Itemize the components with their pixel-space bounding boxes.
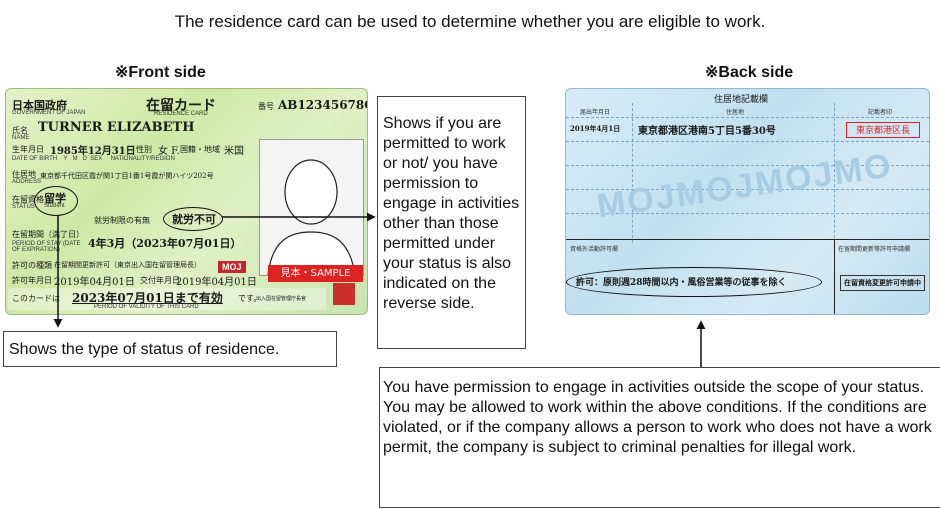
column-date-label: 届出年月日 [580, 109, 611, 116]
entry-stamp: 東京都港区長 [846, 122, 920, 138]
row-line [566, 117, 929, 118]
front-side-label: ※Front side [115, 64, 206, 81]
name-label: 氏名 [12, 126, 28, 135]
nationality: 米国 [224, 146, 244, 157]
residence-card-front: 日本国政府 GOVERNMENT OF JAPAN 在留カード RESIDENC… [5, 88, 368, 315]
row-line [566, 213, 929, 214]
issue-date: 2019年04月01日 [176, 277, 257, 288]
permit-date-label: 許可年月日 [12, 276, 52, 285]
address-field-header: 住居地記載欄 [714, 95, 769, 105]
row-line [566, 165, 929, 166]
official-seal [333, 283, 355, 305]
status-value-en: Student [44, 203, 65, 209]
name-label-en: NAME [12, 135, 30, 141]
column-line [632, 103, 633, 243]
column-address-label: 住居地 [726, 109, 745, 116]
sex: 女 F. [158, 146, 180, 157]
validity-prefix: このカードは [12, 294, 60, 303]
dob-label: 生年月日 [12, 145, 44, 154]
back-side-label: ※Back side [705, 64, 794, 81]
sample-label: 見本・SAMPLE [268, 265, 363, 282]
renewal-header: 在留期間更新等許可申請欄 [838, 246, 911, 253]
activity-permission-text: You have permission to engage in activit… [383, 379, 925, 396]
page-title: The residence card can be used to determ… [174, 12, 766, 31]
validity-en: PERIOD OF VALIDITY OF THIS CARD [94, 304, 199, 310]
dob: 1985年12月31日 [50, 146, 136, 157]
photo-placeholder [259, 139, 364, 276]
number-label: 番号 [258, 102, 274, 111]
person-silhouette-icon [260, 140, 363, 276]
permission-text: 許可：原則週28時間以内・風俗営業等の従事を除く [576, 278, 787, 288]
card-number: AB12345678CD [278, 98, 367, 112]
period-label-en: PERIOD OF STAY (DATE OF EXPIRATION) [12, 241, 81, 253]
permit-type: 在留期間更新許可（東京出入国在留管理局長） [54, 261, 201, 269]
sex-label: 性別 [136, 145, 152, 154]
permission-highlight-ellipse [566, 267, 822, 297]
section-divider [566, 239, 929, 240]
entry-date: 2019年4月1日 [570, 124, 621, 133]
row-line [566, 189, 929, 190]
status-highlight-ellipse [34, 186, 78, 216]
work-permission-callout: Shows if you are permitted to work or no… [377, 96, 526, 349]
gov-label: 日本国政府 [12, 99, 67, 112]
status-value: 留学 [44, 192, 66, 205]
entry-address: 東京都港区港南5丁目5番30号 [638, 126, 776, 137]
card-title: 在留カード [146, 98, 216, 114]
period-label: 在留期間（満了日） [12, 230, 84, 239]
address-label-en: ADDRESS [12, 179, 42, 185]
renewal-text: 在留資格変更許可申請中 [840, 275, 925, 291]
work-restriction-label: 就労制限の有無 [94, 216, 150, 225]
validity-suffix: です。 [238, 294, 262, 303]
column-stamp-label: 記載者印 [868, 109, 893, 116]
row-line [566, 141, 929, 142]
activity-permission-conditions: You may be allowed to work within the ab… [383, 399, 932, 456]
status-type-callout: Shows the type of status of residence. [3, 331, 337, 367]
gov-label-en: GOVERNMENT OF JAPAN [12, 110, 86, 116]
nationality-label: 国籍・地域 [180, 145, 220, 154]
address: 東京都千代田区霞が関1丁目1番1号霞が関ハイツ202号 [40, 172, 214, 180]
status-label-en: STATUS [12, 204, 35, 210]
holder-name: TURNER ELIZABETH [38, 120, 195, 135]
moj-badge: MOJ [218, 261, 246, 273]
status-label: 在留資格 [12, 195, 44, 204]
residence-card-back: 住居地記載欄 届出年月日 住居地 記載者印 2019年4月1日 東京都港区港南5… [565, 88, 930, 315]
validity-date: 2023年07月01日まで有効 [72, 291, 223, 305]
permission-header: 資格外活動許可欄 [570, 246, 619, 253]
activity-permission-callout: You have permission to engage in activit… [379, 367, 940, 508]
period-value: 4年3月（2023年07月01日） [88, 237, 242, 250]
dob-sub-label: DATE OF BIRTH Y M D SEX NATIONALITY/REGI… [12, 156, 175, 162]
column-line [834, 103, 835, 243]
card-title-en: RESIDENCE CARD [154, 111, 208, 117]
permit-date: 2019年04月01日 [54, 277, 135, 288]
section-divider-vertical [834, 239, 835, 314]
permit-type-label: 許可の種類 [12, 261, 52, 270]
issuer: 出入国在留管理庁長官 [256, 296, 307, 302]
validity-band [8, 288, 326, 310]
issue-date-label: 交付年月日 [140, 276, 180, 285]
work-restriction-value: 就労不可 [172, 213, 216, 226]
address-label: 住居地 [12, 170, 36, 179]
work-highlight-ellipse [163, 207, 223, 231]
